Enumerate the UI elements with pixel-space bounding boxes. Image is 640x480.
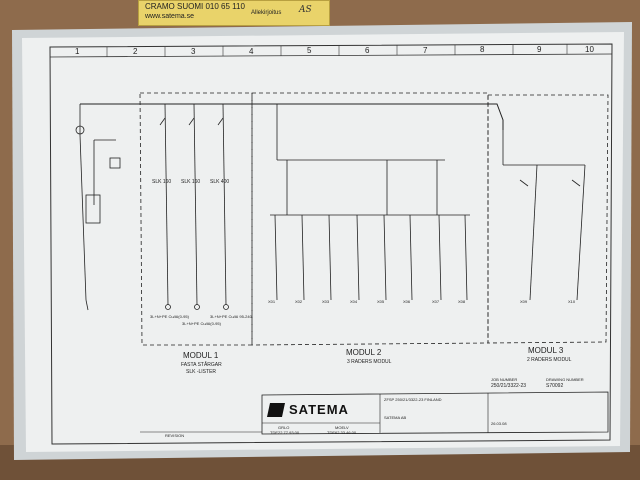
column-number: 8 <box>480 45 485 54</box>
output-label: X10 <box>568 299 576 304</box>
main-busbar <box>80 103 504 130</box>
rental-sticker: CRAMO SUOMI 010 65 110 www.satema.se All… <box>138 0 330 26</box>
schematic-paper <box>22 32 624 452</box>
satema-logo-icon <box>267 403 285 417</box>
phone-label: TDE62 33 46 00 <box>327 430 357 435</box>
modul2-circuits <box>270 104 470 301</box>
modul3-box <box>487 94 609 344</box>
cable-label: 3L+N+PE Cu/Al 95-240 <box>210 314 252 319</box>
column-number: 9 <box>537 45 542 54</box>
phone-label: TDE22 77 93 00 <box>270 430 300 435</box>
output-label: X06 <box>403 299 411 304</box>
cable-label: 3L+N+PE Cu/Al(0-95) <box>182 321 221 326</box>
drawing-number: S70092 <box>546 383 564 389</box>
drawing-number-label: DRAWING NUMBER <box>546 377 584 382</box>
sticker-phone: CRAMO SUOMI 010 65 110 <box>145 2 245 11</box>
breaker-label: SLK 160 <box>181 179 201 185</box>
revision-label: REVISION <box>165 433 185 438</box>
sticker-signature: AS <box>299 5 312 15</box>
company-name: SATEMA AB <box>384 415 407 420</box>
breaker-label: SLK 160 <box>152 179 172 185</box>
modul1-title: MODUL 1 <box>183 351 219 360</box>
column-number: 5 <box>307 46 312 55</box>
column-dividers <box>106 44 568 57</box>
modul3-subtitle: 2 RADERS MODUL <box>527 357 572 363</box>
sticker-website: www.satema.se <box>145 13 195 20</box>
job-number-label: JOB NUMBER <box>491 377 518 382</box>
modul1-subtitle: SLK -LISTER <box>186 369 217 375</box>
city-label: MOELV <box>335 425 349 430</box>
column-number: 10 <box>585 45 594 54</box>
modul1-feeders <box>159 103 229 310</box>
drawing-frame <box>49 43 613 445</box>
modul1-subtitle: FASTA STÅRGAR <box>181 362 222 368</box>
column-number: 7 <box>423 46 428 55</box>
modul2-subtitle: 3 RADERS MODUL <box>347 359 392 365</box>
output-label: X08 <box>458 299 466 304</box>
output-label: X05 <box>377 299 385 304</box>
project-name: ZFSP 250/21/3322-23 FINLAND <box>384 397 442 402</box>
breaker-label: SLK 400 <box>210 179 230 185</box>
column-number: 4 <box>249 47 254 56</box>
sticker-signature-label: Allekirjoitus <box>251 10 282 16</box>
modul3-circuits <box>502 130 586 301</box>
job-number: 250/21/3322-23 <box>491 383 527 389</box>
column-number: 1 <box>75 47 80 56</box>
drawing-date: 26.03.08 <box>491 421 507 426</box>
column-number: 6 <box>365 46 370 55</box>
output-label: X09 <box>520 299 528 304</box>
column-header-line <box>49 53 613 58</box>
output-label: X03 <box>322 299 330 304</box>
column-number: 2 <box>133 47 138 56</box>
feeder-circuit <box>75 104 121 311</box>
output-label: X01 <box>268 299 276 304</box>
modul3-title: MODUL 3 <box>528 346 564 355</box>
column-number: 3 <box>191 47 196 56</box>
output-label: X02 <box>295 299 303 304</box>
modul2-title: MODUL 2 <box>346 348 382 357</box>
output-label: X04 <box>350 299 358 304</box>
title-block <box>261 391 609 435</box>
satema-logo-text: SATEMA <box>289 402 349 417</box>
output-label: X07 <box>432 299 440 304</box>
cable-label: 3L+N+PE Cu/Al(0-95) <box>150 314 189 319</box>
city-label: GRLO <box>278 425 290 430</box>
